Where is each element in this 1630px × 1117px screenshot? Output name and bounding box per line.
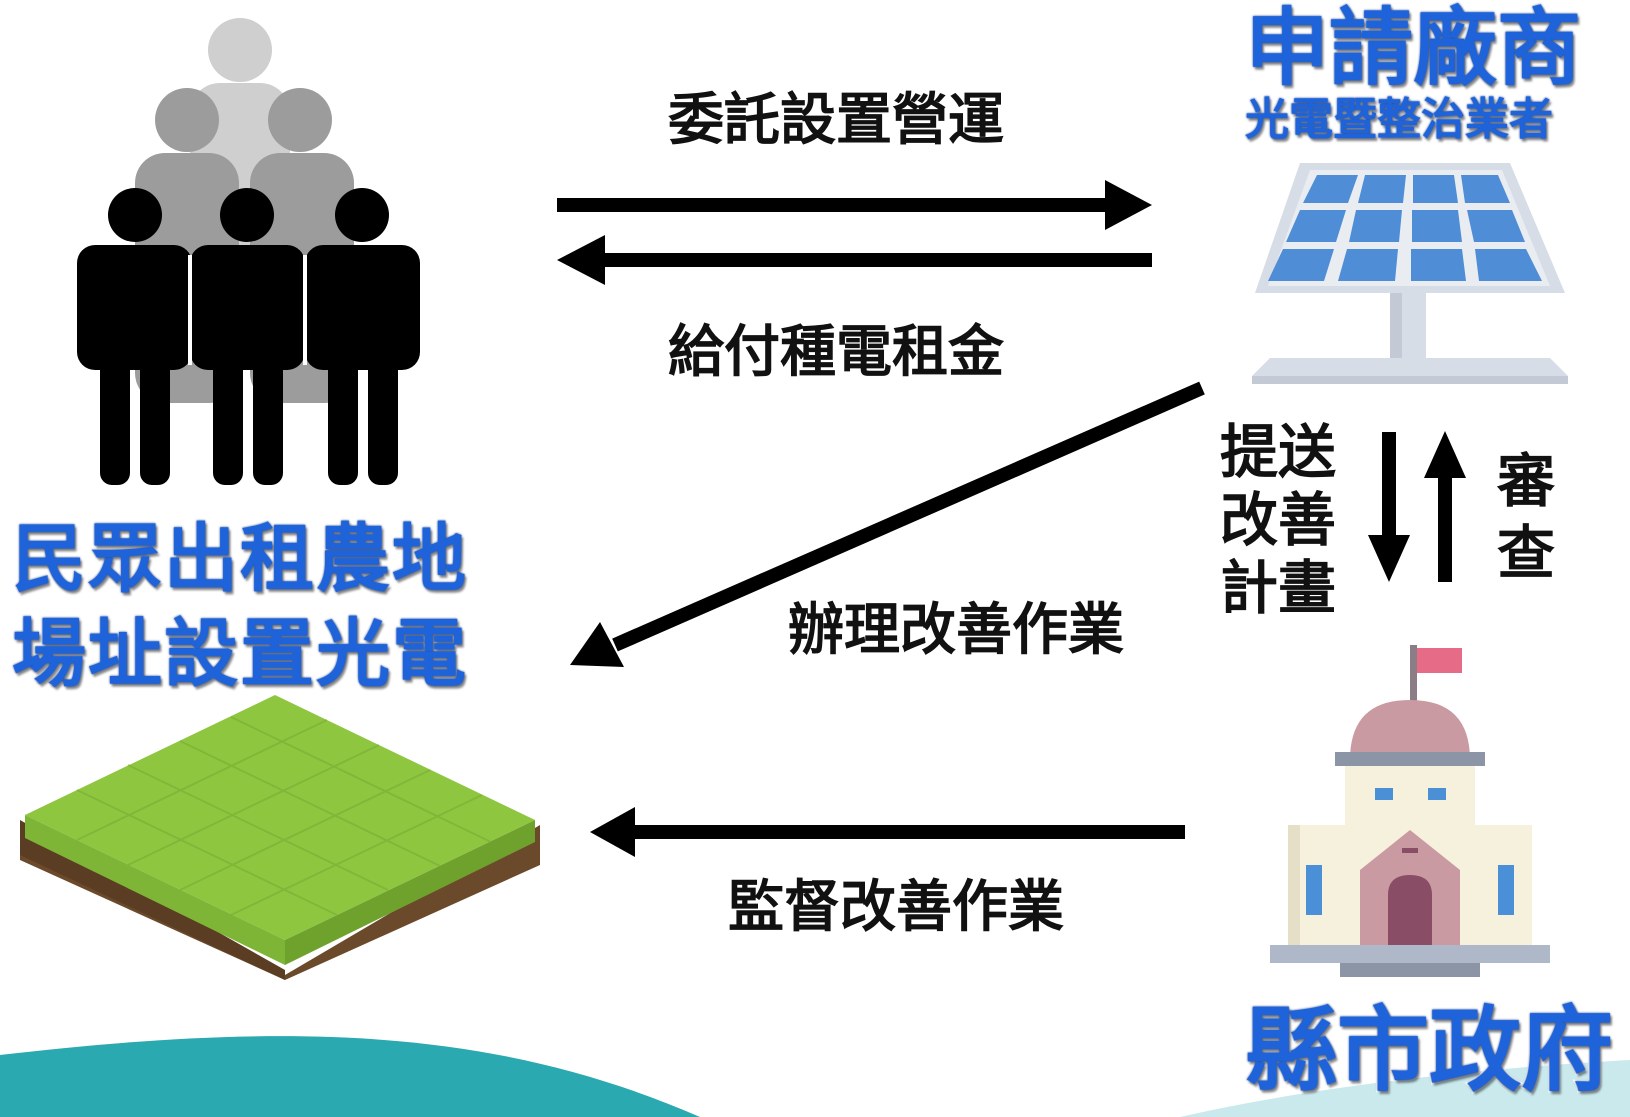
label-review: 審查 xyxy=(1497,447,1556,587)
label-submit-plan: 提送改善計畫 xyxy=(1220,418,1337,622)
farmland-tile-icon xyxy=(20,695,540,980)
left-title-line2: 場址設置光電 xyxy=(11,611,468,697)
arrow-remediation xyxy=(570,381,1205,667)
arrow-commission xyxy=(557,180,1152,230)
vendor-subtitle: 光電暨整治業者 xyxy=(1244,94,1555,145)
left-title-line1: 民眾出租農地 xyxy=(11,516,468,602)
label-supervise: 監督改善作業 xyxy=(728,875,1064,940)
arrow-rent xyxy=(557,235,1152,285)
arrow-supervise xyxy=(590,807,1185,857)
label-remediation: 辦理改善作業 xyxy=(788,598,1124,663)
vendor-title: 申請廠商 xyxy=(1243,0,1582,97)
label-rent: 給付種電租金 xyxy=(668,320,1004,385)
label-commission: 委託設置營運 xyxy=(668,88,1004,153)
government-building-icon xyxy=(1270,645,1550,977)
group-of-people-icon xyxy=(77,18,420,485)
government-title: 縣市政府 xyxy=(1243,997,1614,1104)
arrow-review xyxy=(1424,431,1466,582)
solar-panel-icon xyxy=(1252,163,1568,384)
arrow-submit-plan xyxy=(1368,432,1410,582)
